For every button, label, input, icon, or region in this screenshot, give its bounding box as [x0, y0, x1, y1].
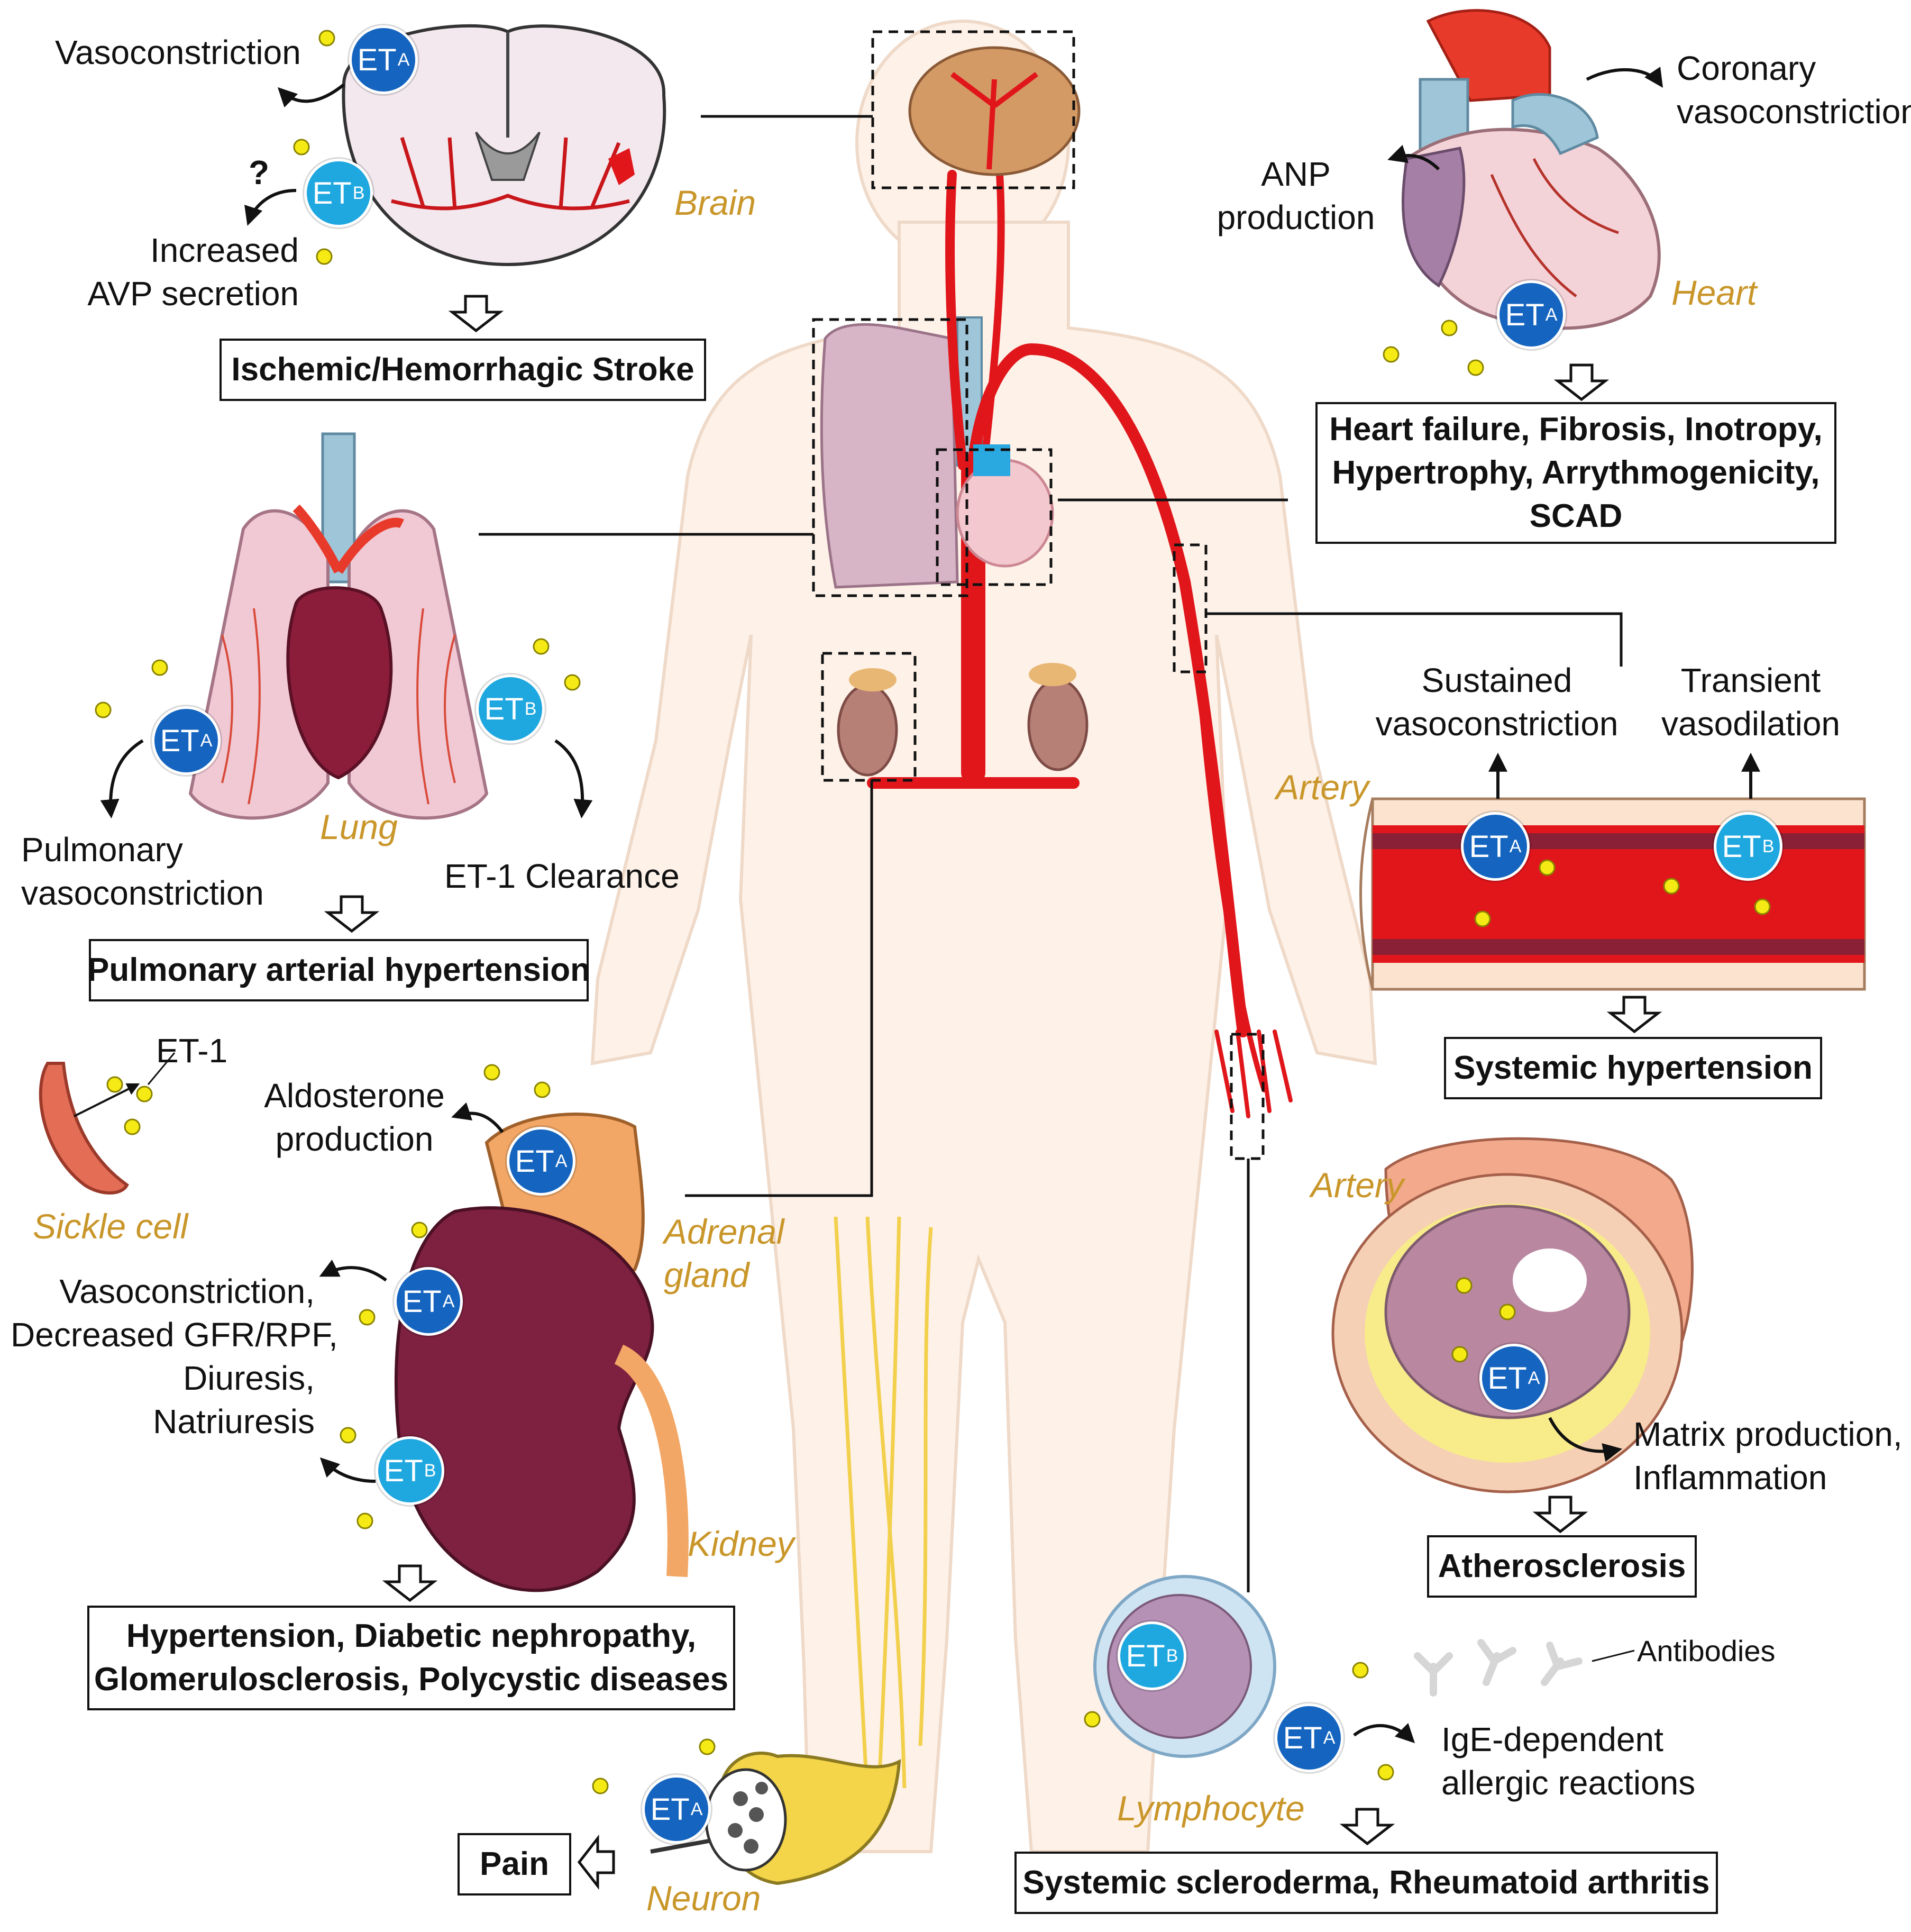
neuron-illustration: [650, 1751, 901, 1885]
kidney-effect-1: Vasoconstriction,: [59, 1272, 315, 1310]
artery-longitudinal: [1359, 797, 1866, 991]
kidney-organ-label: Kidney: [688, 1524, 794, 1563]
brain-unknown-effect-mark: ?: [249, 153, 270, 192]
lymphocyte-organ-label: Lymphocyte: [1117, 1789, 1305, 1828]
lung-pulmonary-line1: Pulmonary: [21, 831, 183, 869]
atherosclerosis-matrix-line2: Inflammation: [1633, 1459, 1827, 1497]
kidney-outcome-box: Hypertension, Diabetic nephropathy,Glome…: [87, 1606, 735, 1710]
artery-transient-line2: vasodilation: [1661, 705, 1840, 743]
outcome-arrows: [324, 295, 1662, 1890]
artery-organ-label-top: Artery: [1276, 768, 1369, 807]
connector-lines: [479, 115, 1623, 1592]
heart-coronary-line1: Coronary: [1677, 49, 1816, 87]
adrenal-aldosterone-line2: production: [275, 1120, 434, 1158]
kidney-effect-2: Decreased GFR/RPF,: [11, 1316, 338, 1354]
focus-boxes: [812, 30, 1265, 1160]
lung-clearance-label: ET-1 Clearance: [444, 857, 680, 895]
brain-avp-line2: AVP secretion: [87, 275, 299, 313]
leg-nerves: [834, 1216, 933, 1810]
lung-organ-label: Lung: [320, 807, 398, 846]
lymphocyte-illustration: [1093, 1575, 1276, 1758]
atherosclerosis-outcome-box: Atherosclerosis: [1427, 1535, 1697, 1598]
artery-sustained-line2: vasoconstriction: [1375, 705, 1619, 743]
antibodies: [1414, 1639, 1583, 1697]
sickle-cell: [39, 1052, 176, 1195]
adrenal-aldosterone-line1: Aldosterone: [264, 1077, 445, 1115]
artery-sustained-line1: Sustained: [1421, 661, 1572, 699]
effect-arrows: [100, 67, 1760, 1744]
kidney-effect-4: Natriuresis: [153, 1402, 315, 1441]
heart-anp-line1: ANP: [1261, 155, 1331, 193]
heart-outcome-box: Heart failure, Fibrosis, Inotropy,Hypert…: [1315, 402, 1836, 544]
sickle-cell-label: Sickle cell: [33, 1207, 188, 1246]
artery-transient-line1: Transient: [1680, 661, 1821, 699]
adrenal-organ-label-line2: gland: [664, 1255, 749, 1295]
body-kidneys: [837, 663, 1089, 777]
kidney-effect-3: Diuresis,: [183, 1359, 315, 1397]
scleroderma-outcome-box: Systemic scleroderma, Rheumatoid arthrit…: [1014, 1852, 1718, 1914]
atherosclerosis-matrix-line1: Matrix production,: [1633, 1415, 1903, 1453]
human-body: [590, 20, 1377, 1853]
sickle-et1-label: ET-1: [156, 1032, 228, 1070]
heart-coronary-line2: vasoconstriction: [1677, 93, 1911, 131]
lymphocyte-ige-line2: allergic reactions: [1441, 1764, 1696, 1802]
heart-organ-label: Heart: [1671, 273, 1757, 312]
brain-vasoconstriction-label: Vasoconstriction: [55, 33, 301, 71]
pah-outcome-box: Pulmonary arterial hypertension: [87, 939, 590, 1001]
neuron-organ-label: Neuron: [646, 1879, 761, 1918]
artery-cross-section: [1331, 1137, 1694, 1493]
brain-section: [342, 24, 666, 267]
lung-pulmonary-line2: vasoconstriction: [21, 874, 264, 912]
lung-illustration: [188, 432, 489, 820]
heart-illustration: [1402, 9, 1661, 330]
stroke-outcome-box: Ischemic/Hemorrhagic Stroke: [220, 339, 706, 401]
lymphocyte-ige-line1: IgE-dependent: [1441, 1720, 1663, 1758]
systemic-hypertension-box: Systemic hypertension: [1444, 1037, 1822, 1099]
heart-anp-line2: production: [1217, 198, 1375, 236]
pain-outcome-box: Pain: [458, 1833, 571, 1895]
brain-avp-line1: Increased: [150, 231, 299, 269]
artery-organ-label-bottom: Artery: [1311, 1165, 1404, 1205]
adrenal-organ-label-line1: Adrenal: [664, 1212, 784, 1251]
body-brain: [908, 46, 1081, 176]
endothelin-dots: [95, 30, 1771, 1794]
brain-organ-label: Brain: [674, 183, 756, 222]
antibodies-label: Antibodies: [1637, 1634, 1776, 1667]
